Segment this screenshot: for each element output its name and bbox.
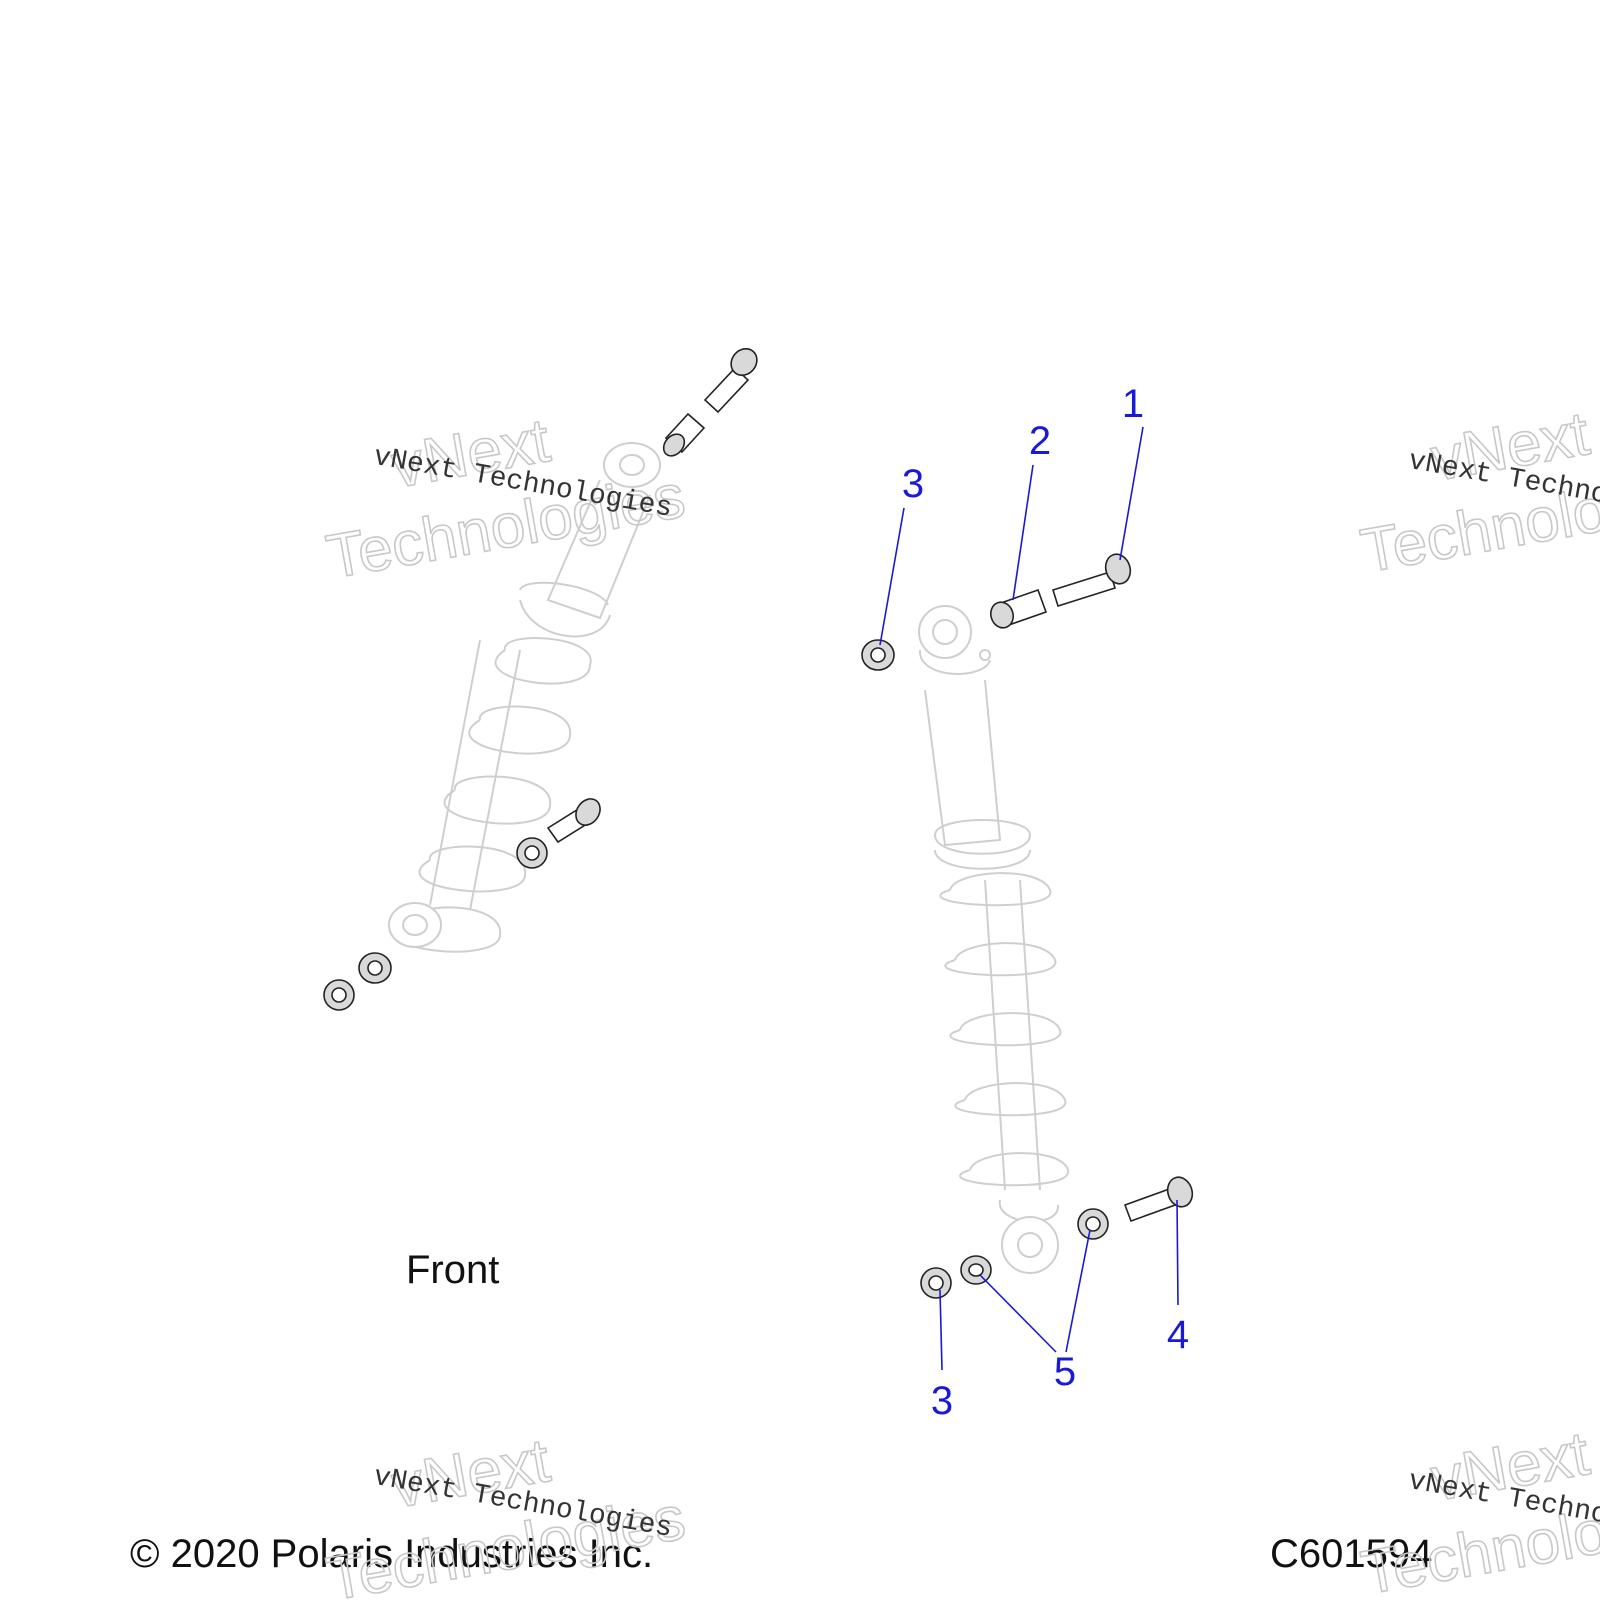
- left-bottom-nut: [323, 979, 355, 1011]
- left-shock-body: [388, 442, 661, 953]
- callouts: 1 2 3 3 4 5: [902, 382, 1189, 1423]
- callout-5: 5: [1054, 1350, 1076, 1394]
- leader-lines: [879, 426, 1179, 1371]
- lower-washer-right-part-5: [1077, 1208, 1109, 1240]
- leader-3-top: [879, 507, 905, 646]
- lower-washer-left-part-5: [960, 1255, 992, 1285]
- left-bottom-washer: [358, 952, 392, 984]
- left-lower-nut: [516, 837, 548, 869]
- left-top-bolt: [703, 347, 758, 414]
- leader-5-left: [979, 1274, 1057, 1353]
- callout-4: 4: [1167, 1313, 1189, 1357]
- callout-3-top: 3: [902, 462, 924, 506]
- callout-2: 2: [1029, 419, 1051, 463]
- leader-3-bottom: [939, 1289, 943, 1371]
- right-shock-body: [918, 605, 1070, 1274]
- bushing-part-2: [989, 588, 1048, 629]
- lower-nut-part-3: [920, 1267, 952, 1299]
- view-label-front: Front: [406, 1248, 499, 1292]
- leader-2: [1012, 464, 1034, 601]
- lower-bolt-part-4: [1123, 1176, 1194, 1223]
- right-shock-assembly: [861, 553, 1194, 1299]
- copyright-text: © 2020 Polaris Industries Inc.: [130, 1532, 653, 1576]
- callout-3-bottom: 3: [931, 1379, 953, 1423]
- figure-code: C601594: [1270, 1532, 1432, 1576]
- left-top-bushing: [662, 412, 706, 457]
- left-shock-assembly: [323, 347, 758, 1011]
- leader-1: [1119, 426, 1144, 561]
- leader-4: [1176, 1199, 1179, 1306]
- left-lower-bolt: [546, 798, 601, 844]
- callout-1: 1: [1122, 382, 1144, 426]
- top-nut-part-3: [861, 639, 895, 671]
- leader-5-right: [1065, 1229, 1091, 1353]
- top-bolt-part-1: [1051, 553, 1132, 608]
